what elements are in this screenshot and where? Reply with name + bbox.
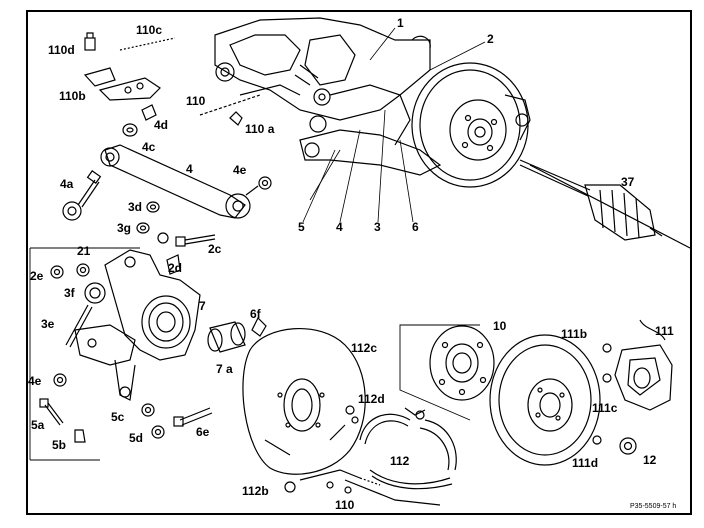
drive-shaft bbox=[519, 159, 691, 249]
dust-shield bbox=[242, 327, 366, 475]
label-4e-top: 4e bbox=[233, 163, 247, 177]
label-110: 110 bbox=[186, 94, 206, 108]
rear-axle-carrier bbox=[214, 17, 442, 176]
label-111b: 111b bbox=[561, 327, 588, 341]
label-3e: 3e bbox=[41, 317, 55, 331]
label-3f: 3f bbox=[64, 286, 75, 300]
label-111c: 111c bbox=[592, 401, 618, 415]
brake-disc bbox=[489, 334, 601, 466]
label-111d: 111d bbox=[572, 456, 599, 470]
label-4: 4 bbox=[336, 220, 343, 234]
label-3d: 3d bbox=[128, 200, 143, 214]
label-5a: 5a bbox=[31, 418, 45, 432]
label-110d: 110d bbox=[48, 43, 75, 57]
leader-lines bbox=[302, 27, 486, 223]
small-hardware-top-left bbox=[83, 32, 301, 137]
label-5d: 5d bbox=[129, 431, 144, 445]
label-112b: 112b bbox=[242, 484, 269, 498]
label-5: 5 bbox=[298, 220, 305, 234]
label-7a: 7 a bbox=[216, 362, 233, 376]
label-110a: 110 a bbox=[245, 122, 275, 136]
label-4e-bottom: 4e bbox=[28, 374, 42, 388]
label-37: 37 bbox=[621, 175, 635, 189]
parking-brake-cable bbox=[284, 469, 441, 506]
brake-caliper bbox=[592, 319, 673, 455]
brake-disc-assembly-top bbox=[411, 62, 531, 188]
label-112d: 112d bbox=[358, 392, 385, 406]
label-3: 3 bbox=[374, 220, 381, 234]
label-7: 7 bbox=[199, 299, 206, 313]
label-2: 2 bbox=[487, 32, 494, 46]
label-10: 10 bbox=[493, 319, 507, 333]
bushing-6f bbox=[207, 321, 246, 353]
label-6e: 6e bbox=[196, 425, 210, 439]
label-4d: 4d bbox=[154, 118, 169, 132]
label-4a: 4a bbox=[60, 177, 74, 191]
bracket-10 bbox=[399, 324, 480, 421]
label-112: 112 bbox=[390, 454, 410, 468]
label-4c: 4c bbox=[142, 140, 156, 154]
bracket-21 bbox=[29, 247, 140, 461]
fasteners-left bbox=[39, 263, 267, 443]
wheel-carrier bbox=[74, 249, 201, 401]
diagram-frame bbox=[26, 10, 692, 515]
control-arm bbox=[100, 144, 272, 219]
label-6: 6 bbox=[412, 220, 419, 234]
label-5b: 5b bbox=[52, 438, 67, 452]
bolt-4a bbox=[62, 170, 102, 221]
label-21: 21 bbox=[77, 244, 91, 258]
label-6f: 6f bbox=[250, 307, 261, 321]
label-112c: 112c bbox=[351, 341, 378, 355]
label-111: 111 bbox=[655, 324, 674, 338]
label-2d: 2d bbox=[168, 261, 183, 275]
label-4-arm: 4 bbox=[186, 162, 193, 176]
label-110b: 110b bbox=[59, 89, 86, 103]
hardware-mid bbox=[136, 201, 216, 275]
label-12: 12 bbox=[643, 453, 657, 467]
label-1: 1 bbox=[397, 16, 404, 30]
label-110c: 110c bbox=[136, 23, 163, 37]
label-3g: 3g bbox=[117, 221, 132, 235]
reference-code: P35-5509-57 h bbox=[630, 503, 677, 510]
wheel-hub bbox=[429, 325, 495, 401]
label-110-bottom: 110 bbox=[335, 498, 355, 512]
label-5c: 5c bbox=[111, 410, 125, 424]
parking-brake-shoes bbox=[359, 407, 457, 490]
label-2e: 2e bbox=[30, 269, 44, 283]
label-2c: 2c bbox=[208, 242, 222, 256]
